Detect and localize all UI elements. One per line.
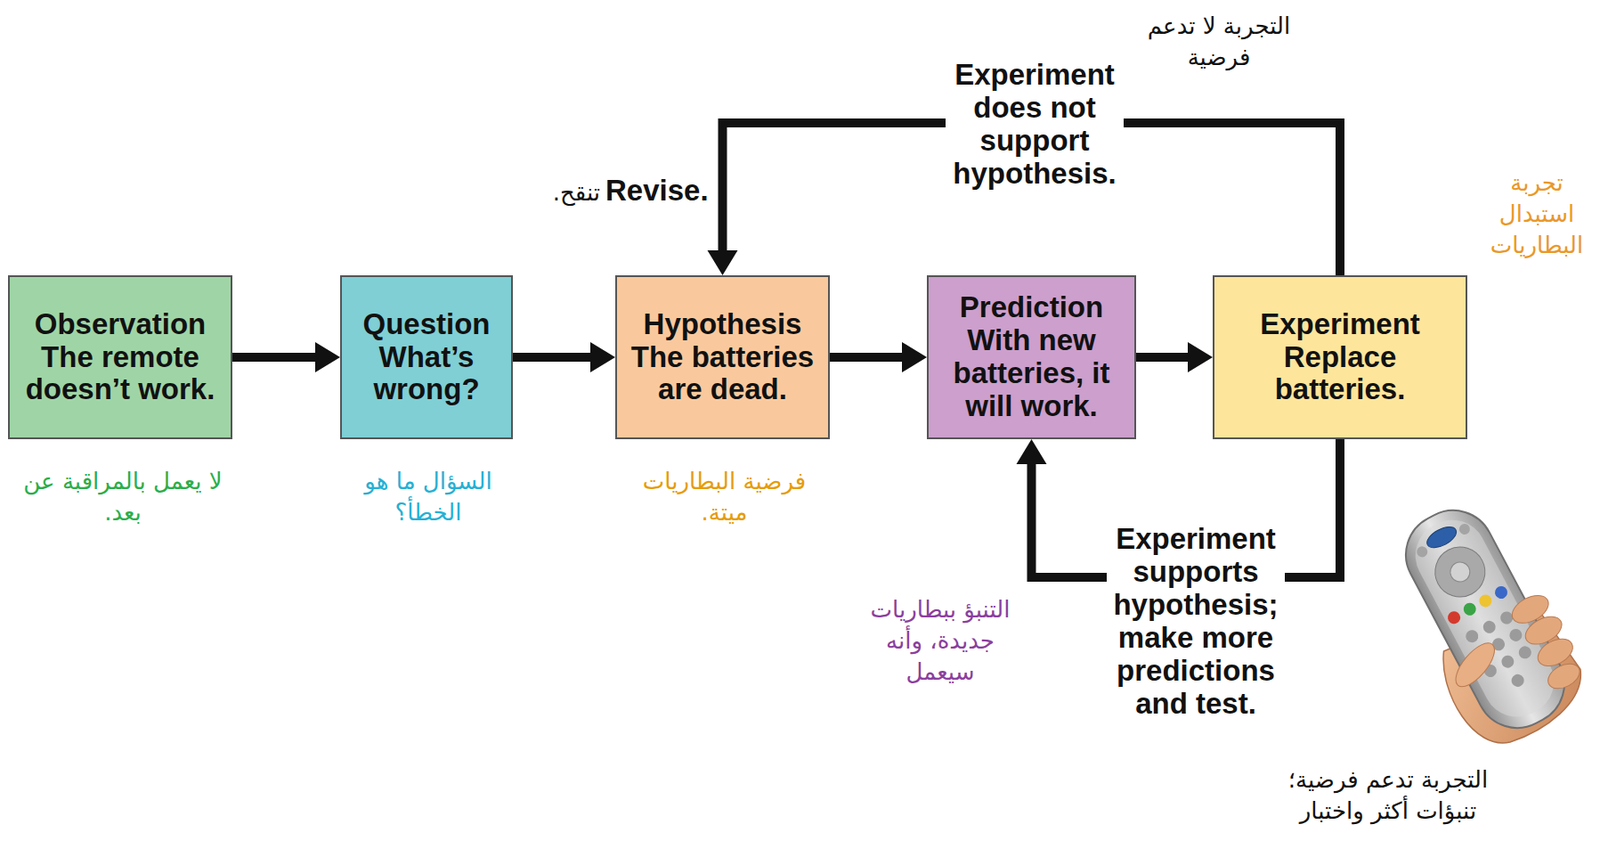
box-text: Observation The remote doesn’t work. [9,308,231,407]
connector-line [512,352,591,362]
finger [1543,657,1584,693]
translation-text: تجربة استبدال البطاريات [1478,167,1596,261]
step-note: Revise. [605,174,709,208]
flow-arrow [512,341,616,373]
translation-text: السؤال ما هو الخطأ؟ [334,465,522,528]
number-button [1509,671,1527,689]
flow-arrow [232,341,341,373]
remote-face [1403,507,1566,729]
arrow-head [1016,438,1048,464]
translation-note: التجربة تدعم فرضية؛ تنبؤات أكثر واختبار [1271,763,1505,827]
process-box: Prediction With new batteries, it will w… [926,275,1137,439]
translation-text: التنبؤ ببطاريات جديدة، وأنه سيعمل [863,593,1017,688]
process-box: Question What’s wrong?السؤال ما هو الخطأ… [340,275,513,439]
arrow-head [315,341,341,373]
flow-arrow [829,341,927,373]
connector-line [1136,352,1188,362]
blue-button [1493,584,1511,602]
translation-note: تنقح. [523,177,601,209]
translation-text: فرضية البطاريات ميتة. [617,465,832,528]
edge-label: Experiment does not support hypothesis. [945,58,1124,191]
remote-in-hand [1372,485,1600,758]
translation-text: لا يعمل بالمراقبة عن بعد. [19,465,227,528]
number-button [1480,617,1498,635]
edge-label: Experiment supports hypothesis; make mor… [1106,522,1285,721]
green-button [1461,600,1479,618]
arrow-head [590,341,616,373]
flow-arrow [1136,341,1213,373]
remote-body [1391,495,1579,743]
thumb [1449,636,1502,693]
process-box: Experiment Replace batteries.تجربة استبد… [1212,275,1468,439]
number-button [1463,627,1481,645]
box-text: Prediction With new batteries, it will w… [928,291,1135,423]
arrow-head [1187,341,1213,373]
yellow-button [1477,592,1495,610]
number-button [1507,625,1525,643]
arrow-head [707,250,739,276]
red-button [1445,609,1463,626]
ok-button [1446,558,1474,585]
connector-line [829,352,902,362]
arrow-head [901,341,927,373]
number-button [1516,643,1534,661]
number-button [1499,652,1517,670]
process-box: Observation The remote doesn’t work.لا ي… [8,275,233,439]
box-text: Hypothesis The batteries are dead. [617,308,829,407]
process-box: Hypothesis The batteries are dead.فرضية … [615,275,830,439]
connector-line [232,352,316,362]
translation-note: التجربة لا تدعم فرضية [1127,10,1311,74]
box-text: Experiment Replace batteries. [1214,308,1466,407]
box-text: Question What’s wrong? [341,308,512,407]
small-button [1457,521,1472,537]
small-button [1414,544,1430,559]
